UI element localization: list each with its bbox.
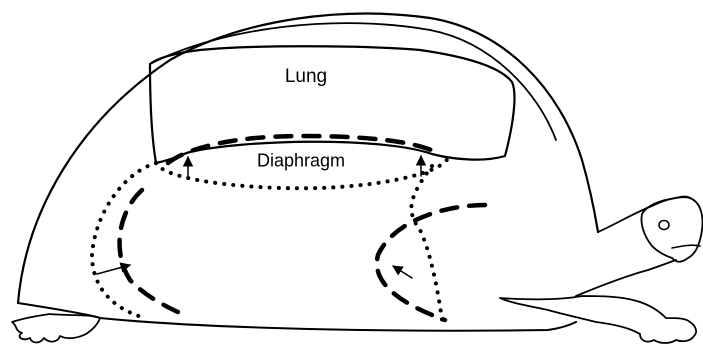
front-leg-outline	[500, 296, 696, 343]
front-wall-dotted-outline	[411, 166, 442, 320]
shell-inner-outline	[150, 23, 556, 140]
front-wall-arrow	[393, 266, 412, 278]
rear-leg-outline	[12, 314, 100, 343]
body-underside-outline	[18, 303, 576, 331]
head-outline	[641, 197, 702, 262]
rear-wall-dashed-outline	[120, 190, 180, 313]
lung-label: Lung	[285, 66, 327, 88]
mouth-line	[672, 245, 700, 248]
neck-lower-outline	[576, 260, 676, 296]
neck-outline	[598, 197, 690, 232]
diaphragm-label: Diaphragm	[257, 151, 345, 172]
front-wall-dashed-outline	[377, 205, 485, 320]
eye-outline	[659, 221, 669, 230]
